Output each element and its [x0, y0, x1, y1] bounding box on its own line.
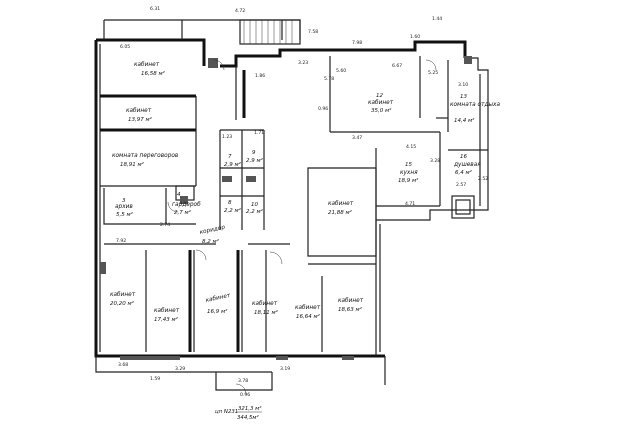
room-r1-name: кабинет — [134, 62, 160, 68]
dim-label: 2.52 — [478, 176, 488, 182]
area-summary: цп N231 321,3 м² 344,5м² — [215, 405, 262, 421]
dim-label: 3.47 — [352, 135, 362, 141]
room-r12-num: 13 — [460, 94, 467, 100]
room-r14-area: 6,4 м² — [455, 169, 473, 176]
room-r2-name: кабинет — [126, 108, 152, 114]
room-r4-num: 3 — [122, 198, 126, 204]
dim-label: 2.57 — [456, 182, 466, 188]
room-r3-name: комната переговоров — [112, 153, 179, 159]
dim-label: 2.74 — [160, 222, 170, 228]
room-r20-area: 16,64 м² — [296, 313, 321, 320]
room-r17-area: 17,43 м² — [154, 316, 179, 323]
room-r20-name: кабинет — [295, 305, 321, 311]
room-r19-name: кабинет — [252, 301, 278, 307]
room-r7-area: 2,9 м² — [224, 161, 242, 168]
room-r6-area: 8,2 м² — [202, 238, 220, 245]
room-r5-area: 2,7 м² — [174, 209, 192, 216]
dim-label: 6.05 — [120, 44, 130, 50]
interior-walls — [100, 56, 488, 391]
room-r10-num: 10 — [251, 202, 258, 208]
room-r13-name: кухня — [400, 170, 418, 176]
summary-total-1: 321,3 м² — [238, 405, 262, 412]
dim-label: 0.96 — [318, 106, 328, 112]
room-r19-area: 18,11 м² — [254, 309, 279, 316]
dim-label: 3.78 — [238, 378, 248, 384]
dim-label: 1.71 — [254, 130, 264, 136]
room-r12-name: комната отдыха — [450, 102, 500, 108]
room-r3-area: 18,91 м² — [120, 161, 145, 168]
room-r6-name: коридор — [199, 225, 226, 236]
dim-label: 7.92 — [116, 238, 126, 244]
room-r15-area: 21,88 м² — [328, 209, 353, 216]
room-r14-num: 16 — [460, 154, 467, 160]
dim-label: 7.98 — [352, 40, 362, 46]
dim-label: 1.59 — [150, 376, 160, 382]
dim-label: 3.28 — [430, 158, 440, 164]
dim-label: 5.78 — [324, 76, 334, 82]
room-r13-area: 18,9 м² — [398, 177, 419, 184]
dim-label: 3.19 — [280, 366, 290, 372]
room-r9-area: 2,2 м² — [224, 207, 242, 214]
dim-label: 4.15 — [406, 144, 416, 150]
room-r14-name: душевая — [453, 162, 481, 168]
dim-label: 3.68 — [118, 362, 128, 368]
room-r18-area: 16,9 м² — [207, 308, 228, 315]
room-r5-num: 4 — [177, 192, 181, 198]
room-labels: кабинет 16,58 м² кабинет 13,97 м² комнат… — [110, 62, 500, 323]
dim-label: 6.67 — [392, 63, 402, 69]
room-r11-area: 35,0 м² — [371, 107, 392, 114]
room-r12-area: 14,4 м² — [454, 117, 475, 124]
room-r7-num: 7 — [228, 154, 232, 160]
room-r16-name: кабинет — [110, 292, 136, 298]
room-r13-num: 15 — [405, 162, 412, 168]
dim-label: 3.10 — [458, 82, 468, 88]
room-r8-area: 2,9 м² — [246, 157, 264, 164]
summary-total-2: 344,5м² — [237, 414, 259, 421]
room-r9-num: 8 — [228, 200, 232, 206]
dim-label: 0.96 — [240, 392, 250, 398]
room-r15-name: кабинет — [328, 201, 354, 207]
room-r11-name: кабинет — [368, 100, 394, 106]
room-r2-area: 13,97 м² — [128, 116, 153, 123]
room-r4-area: 5,5 м² — [116, 211, 134, 218]
room-r21-area: 18,63 м² — [338, 306, 363, 313]
dim-label: 7.58 — [308, 29, 318, 35]
room-r16-area: 20,20 м² — [110, 300, 135, 307]
dim-label: 1.86 — [255, 73, 265, 79]
door-arcs — [167, 59, 437, 395]
room-r10-area: 2,2 м² — [246, 208, 264, 215]
dim-label: 1.60 — [410, 34, 420, 40]
room-r8-num: 9 — [252, 150, 256, 156]
room-r21-name: кабинет — [338, 298, 364, 304]
dim-label: 1.23 — [222, 134, 232, 140]
dim-label: 6.31 — [150, 6, 160, 12]
room-r4-name: архив — [115, 204, 133, 210]
dim-label: 3.23 — [298, 60, 308, 66]
room-r1-area: 16,58 м² — [141, 70, 166, 77]
dim-label: 1.44 — [432, 16, 442, 22]
dimension-labels: 6.31 4.72 1.44 6.05 7.58 3.23 7.98 1.60 … — [116, 6, 488, 398]
room-r5-name: гардероб — [172, 202, 201, 208]
dim-label: 4.72 — [235, 8, 245, 14]
summary-label: цп N231 — [215, 409, 238, 415]
dim-label: 5.60 — [336, 68, 346, 74]
dim-label: 3.29 — [175, 366, 185, 372]
room-r17-name: кабинет — [154, 308, 180, 314]
stair-block — [239, 19, 301, 45]
room-r11-num: 12 — [376, 93, 383, 99]
room-r18-name: кабинет — [205, 293, 231, 304]
dim-label: 5.25 — [428, 70, 438, 76]
dim-label: 4.71 — [405, 201, 415, 207]
